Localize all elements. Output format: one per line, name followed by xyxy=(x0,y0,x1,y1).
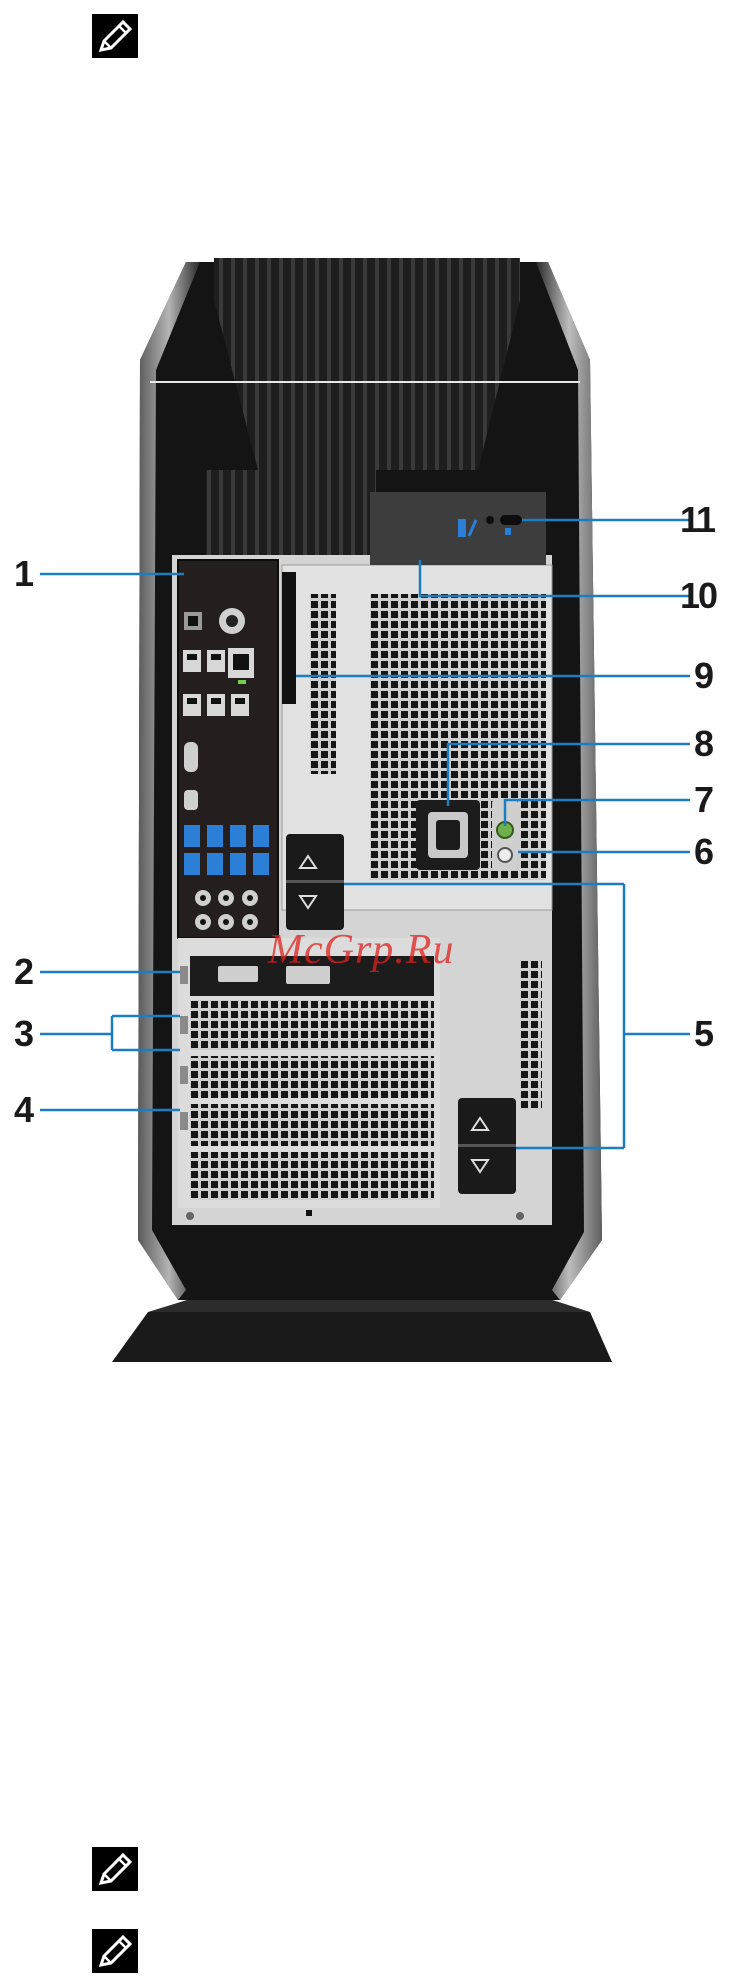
callout-11: 11 xyxy=(680,502,714,538)
callout-5: 5 xyxy=(694,1016,712,1052)
callout-8: 8 xyxy=(694,726,712,762)
top-vent xyxy=(214,258,520,470)
diagnostic-button xyxy=(498,848,512,862)
callout-6: 6 xyxy=(694,834,712,870)
stand-base xyxy=(112,1312,612,1362)
callout-9: 9 xyxy=(694,658,712,694)
callout-1: 1 xyxy=(14,556,32,592)
callout-3: 3 xyxy=(14,1016,32,1052)
callout-2: 2 xyxy=(14,954,32,990)
callout-7: 7 xyxy=(694,782,712,818)
watermark: McGrp.Ru xyxy=(268,926,454,974)
callout-4: 4 xyxy=(14,1092,32,1128)
callout-10: 10 xyxy=(680,578,716,614)
